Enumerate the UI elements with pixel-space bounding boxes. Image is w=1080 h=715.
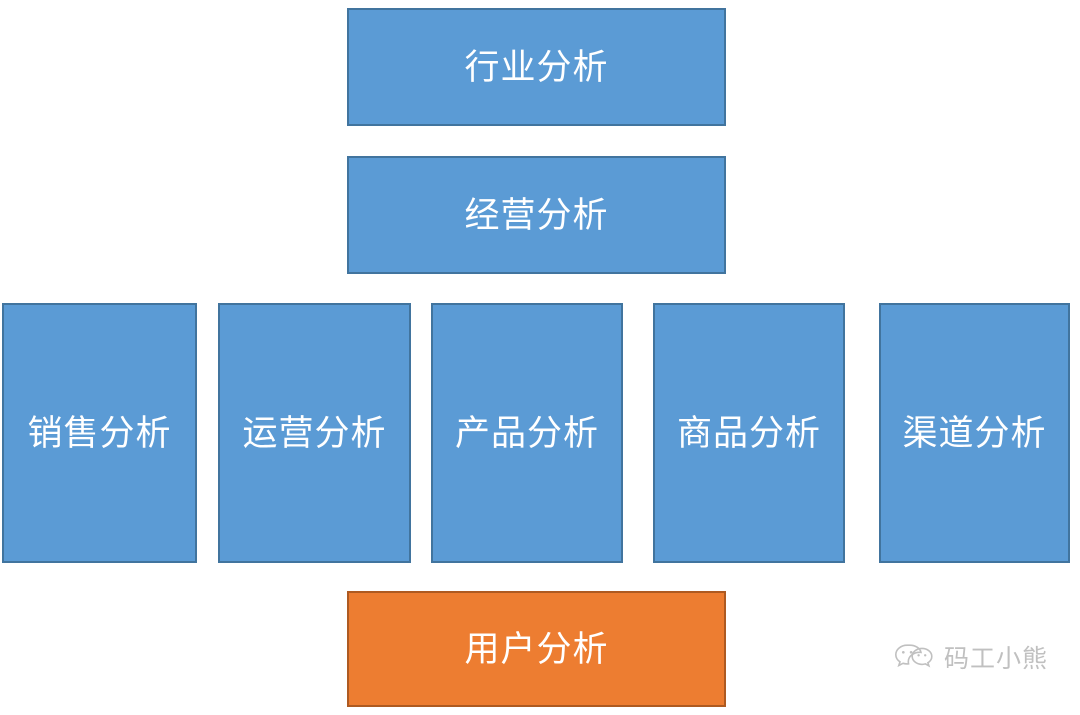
node-product-analysis[interactable]: 产品分析 [431,303,623,563]
node-label: 运营分析 [242,413,387,453]
node-sales-analysis[interactable]: 销售分析 [2,303,197,563]
node-user-analysis[interactable]: 用户分析 [347,591,726,707]
node-operation-analysis[interactable]: 经营分析 [347,156,726,274]
node-label: 行业分析 [464,47,609,87]
watermark-text: 码工小熊 [944,644,1049,673]
wechat-icon [893,643,935,675]
node-channel-analysis[interactable]: 渠道分析 [879,303,1070,563]
node-label: 经营分析 [464,195,609,235]
watermark: 码工小熊 [893,643,1048,675]
node-operations-analysis[interactable]: 运营分析 [218,303,411,563]
node-label: 用户分析 [464,629,609,669]
node-label: 商品分析 [676,413,821,453]
node-industry-analysis[interactable]: 行业分析 [347,8,726,126]
node-goods-analysis[interactable]: 商品分析 [653,303,845,563]
node-label: 产品分析 [454,413,599,453]
node-label: 销售分析 [27,413,172,453]
node-label: 渠道分析 [902,413,1047,453]
